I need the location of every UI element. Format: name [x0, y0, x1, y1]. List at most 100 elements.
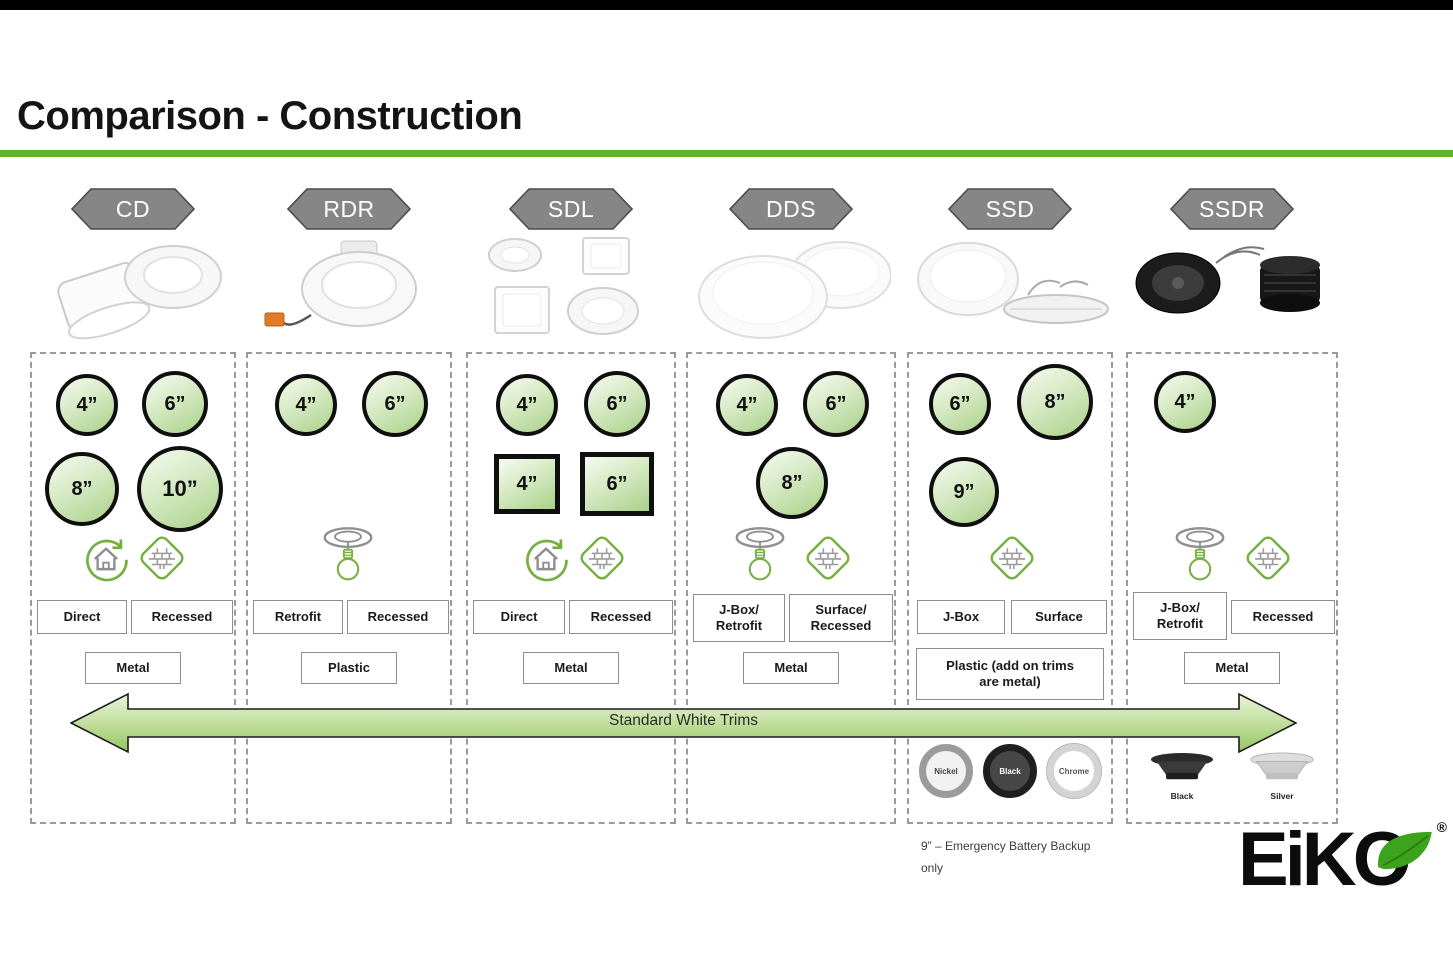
size-badge: 8” — [756, 447, 828, 519]
size-badge: 6” — [142, 371, 208, 437]
column-rdr: RDR 4” 6” Retrofit Recessed Plastic — [246, 185, 452, 970]
recessed-brick-icon — [802, 532, 854, 584]
registered-mark: ® — [1436, 819, 1447, 835]
trim-ring-chrome: Chrome — [1046, 743, 1102, 799]
spec-box-rdr: 4” 6” Retrofit Recessed Plastic — [246, 352, 452, 824]
spec-box-ssdr: 4” J-Box/ Retrofit Recessed Metal — [1126, 352, 1338, 824]
standard-white-trims-arrow: Standard White Trims — [69, 692, 1298, 754]
material-box: Metal — [523, 652, 619, 684]
hexagon-shape — [509, 188, 633, 230]
finish-black: Black — [1142, 752, 1222, 801]
retrofit-bulb-icon — [322, 524, 374, 592]
material-label: Metal — [116, 660, 150, 676]
install-type: Direct — [37, 600, 127, 634]
logo-text: EiK — [1238, 817, 1357, 902]
install-type: Recessed — [1231, 600, 1335, 634]
column-cd: CD 4” 6” 8” 10” Direct Rec — [30, 185, 236, 970]
product-image-ssdr — [1132, 233, 1332, 345]
finish-label: Silver — [1270, 791, 1294, 801]
install-label: J-Box/ — [719, 602, 759, 618]
size-badge: 8” — [45, 452, 119, 526]
material-box: Metal — [743, 652, 839, 684]
size-badge: 4” — [275, 374, 337, 436]
material-label: Metal — [1215, 660, 1249, 676]
material-label: Metal — [554, 660, 588, 676]
page-title: Comparison - Construction — [17, 94, 523, 138]
size-badge: 4” — [716, 374, 778, 436]
direct-house-icon — [520, 532, 572, 584]
install-label: Recessed — [367, 609, 429, 625]
spec-box-ssd: 6” 8” 9” J-Box Surface Plastic (add on t… — [907, 352, 1113, 824]
material-box: Metal — [85, 652, 181, 684]
install-type: Surface — [1011, 600, 1107, 634]
finish-silver: Silver — [1242, 752, 1322, 801]
finish-options: Black Silver — [1128, 752, 1336, 801]
size-badge: 9” — [929, 457, 999, 527]
trim-options: Nickel Black Chrome — [909, 743, 1111, 799]
spec-box-dds: 4” 6” 8” J-Box/ Retrofit Surface/ Recess… — [686, 352, 896, 824]
product-image-cd — [33, 233, 233, 345]
size-badge: 6” — [929, 373, 991, 435]
install-type: Recessed — [347, 600, 449, 634]
hexagon-shape — [729, 188, 853, 230]
recessed-brick-icon — [1242, 532, 1294, 584]
banner-cd: CD — [71, 188, 195, 230]
direct-house-icon — [80, 532, 132, 584]
column-ssdr: SSDR 4” J-Box/ Retr — [1126, 185, 1338, 970]
hexagon-shape — [287, 188, 411, 230]
arrow-label: Standard White Trims — [608, 712, 759, 729]
trim-label: Black — [999, 766, 1021, 776]
install-label: Direct — [500, 609, 538, 625]
recessed-brick-icon — [986, 532, 1038, 584]
product-image-rdr — [249, 233, 449, 345]
install-type: Surface/ Recessed — [789, 594, 893, 642]
install-label: Surface/ — [815, 602, 867, 618]
install-type: Retrofit — [253, 600, 343, 634]
size-badge-square: 4” — [494, 454, 560, 514]
banner-label: SDL — [547, 195, 595, 222]
install-type: J-Box/ Retrofit — [1133, 592, 1227, 640]
product-image-sdl — [471, 233, 671, 345]
spec-box-cd: 4” 6” 8” 10” Direct Recessed Metal — [30, 352, 236, 824]
install-label: Retrofit — [715, 618, 763, 633]
trim-label: Nickel — [934, 766, 958, 776]
install-type: Recessed — [131, 600, 233, 634]
material-box: Metal — [1184, 652, 1280, 684]
size-badge: 4” — [1154, 371, 1216, 433]
size-badge-square: 6” — [580, 452, 654, 516]
install-label: Recessed — [151, 609, 213, 625]
size-badge: 6” — [584, 371, 650, 437]
install-label: Recessed — [1252, 609, 1314, 625]
material-box: Plastic — [301, 652, 397, 684]
install-type: J-Box/ Retrofit — [693, 594, 785, 642]
footnote-line: 9” – Emergency Battery Backup — [921, 839, 1091, 853]
column-ssd: SSD 6” 8” 9” J-Box Surface Plastic (add … — [907, 185, 1113, 970]
trim-ring-nickel: Nickel — [919, 744, 973, 798]
banner-ssd: SSD — [948, 188, 1072, 230]
black-trim-image — [1150, 752, 1214, 780]
banner-dds: DDS — [729, 188, 853, 230]
eiko-logo: EiKO ® — [1238, 820, 1447, 906]
trim-label: Chrome — [1058, 766, 1090, 776]
title-underline — [0, 150, 1453, 157]
retrofit-bulb-icon — [734, 524, 786, 592]
recessed-brick-icon — [576, 532, 628, 584]
leaf-icon — [1378, 831, 1432, 870]
material-box: Plastic (add on trims are metal) — [916, 648, 1104, 700]
material-label: Plastic (add on trims — [946, 658, 1074, 674]
spec-box-sdl: 4” 6” 4” 6” Direct Recessed Metal — [466, 352, 676, 824]
recessed-brick-icon — [136, 532, 188, 584]
column-sdl: SDL 4” 6” 4” 6” Di — [466, 185, 676, 970]
hexagon-shape — [1170, 188, 1294, 230]
ssd-footnote: 9” – Emergency Battery Backup only — [921, 836, 1121, 879]
double-arrow-shape — [69, 692, 1298, 754]
install-label: Retrofit — [1156, 616, 1204, 631]
install-type: Direct — [473, 600, 565, 634]
column-dds: DDS 4” 6” 8” J-Box/ Retrofit — [686, 185, 896, 970]
size-badge: 4” — [496, 374, 558, 436]
banner-rdr: RDR — [287, 188, 411, 230]
finish-label: Black — [1170, 791, 1194, 801]
install-label: Recessed — [590, 609, 652, 625]
banner-label: SSD — [985, 195, 1035, 222]
